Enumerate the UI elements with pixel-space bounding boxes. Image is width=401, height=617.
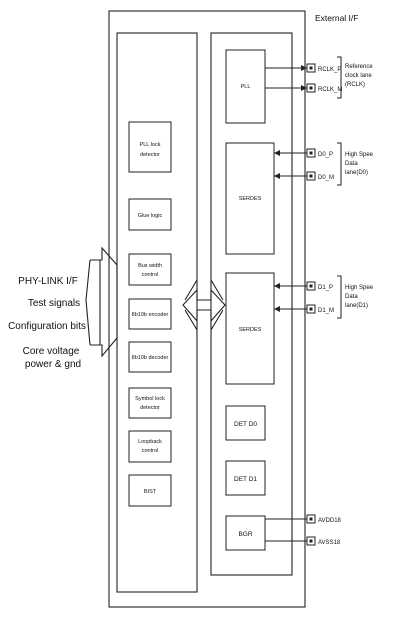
decoder-block: 8b10b decoder <box>128 341 172 373</box>
svg-text:Glue logic: Glue logic <box>138 213 163 219</box>
svg-text:(RCLK): (RCLK) <box>345 82 365 88</box>
svg-text:Data: Data <box>345 294 358 300</box>
svg-text:PLL: PLL <box>241 84 251 90</box>
analog-column <box>210 32 293 576</box>
phy-link-label: PHY-LINK I/F <box>18 276 78 287</box>
svg-text:BGR: BGR <box>238 531 252 538</box>
svg-text:SERDES: SERDES <box>239 196 262 202</box>
d1-bracket <box>337 275 342 319</box>
symbol-lock-detector-block: Symbol lock detector <box>128 387 172 419</box>
svg-text:Bus width: Bus width <box>138 263 162 269</box>
bgr-block: BGR <box>225 515 266 551</box>
svg-text:Reference: Reference <box>345 64 373 70</box>
svg-text:lane(D0): lane(D0) <box>345 170 368 176</box>
svg-text:8b10b encoder: 8b10b encoder <box>132 312 169 318</box>
svg-text:lane(D1): lane(D1) <box>345 303 368 309</box>
bus-width-control-block: Bus width control <box>128 253 172 286</box>
svg-text:DET D0: DET D0 <box>234 421 257 428</box>
svg-text:detector: detector <box>140 405 160 411</box>
svg-text:Data: Data <box>345 161 358 167</box>
rclk-bracket <box>337 56 342 99</box>
bist-block: BIST <box>128 474 172 507</box>
svg-text:PLL lock: PLL lock <box>140 142 161 148</box>
logic-analog-double-arrow <box>182 279 226 331</box>
glue-logic-block: Glue logic <box>128 198 172 231</box>
rclk-p-label: RCLK_P <box>318 67 341 73</box>
rclk-m-label: RCLK_M <box>318 87 342 93</box>
svg-text:BIST: BIST <box>144 489 157 495</box>
serdes-0-block: SERDES <box>225 142 275 255</box>
svg-text:8b10b decoder: 8b10b decoder <box>132 355 169 361</box>
d0-group-label: High Spee Data lane(D0) <box>345 152 374 176</box>
d1-p-arrow-icon <box>274 283 280 289</box>
svg-text:High Spee: High Spee <box>345 285 374 291</box>
svg-text:Loopback: Loopback <box>138 439 162 445</box>
d0-m-label: D0_M <box>318 175 334 181</box>
det-d1-block: DET D1 <box>225 460 266 496</box>
svg-text:control: control <box>142 272 159 278</box>
power-gnd-label: power & gnd <box>25 359 81 370</box>
rclk-group-label: Reference clock lane (RCLK) <box>345 64 373 88</box>
test-signals-label: Test signals <box>28 298 80 309</box>
core-voltage-label: Core voltage <box>23 346 80 357</box>
d1-group-label: High Spee Data lane(D1) <box>345 285 374 309</box>
svg-text:Symbol lock: Symbol lock <box>135 396 165 402</box>
svg-text:control: control <box>142 448 159 454</box>
avss18-label: AVSS18 <box>318 540 341 546</box>
pll-block: PLL <box>225 49 266 124</box>
svg-text:detector: detector <box>140 152 160 158</box>
d0-p-label: D0_P <box>318 152 333 158</box>
det-d0-block: DET D0 <box>225 405 266 441</box>
configuration-bits-label: Configuration bits <box>8 321 86 332</box>
external-if-label: External I/F <box>315 13 358 23</box>
d0-p-arrow-icon <box>274 150 280 156</box>
d0-bracket <box>337 142 342 186</box>
svg-text:SERDES: SERDES <box>239 327 262 333</box>
svg-text:High Spee: High Spee <box>345 152 374 158</box>
loopback-control-block: Loopback control <box>128 430 172 463</box>
svg-text:DET D1: DET D1 <box>234 476 257 483</box>
rclk-m-arrow-icon <box>301 85 307 91</box>
d1-m-arrow-icon <box>274 306 280 312</box>
phy-link-double-arrow <box>85 246 118 358</box>
pll-lock-detector-block: PLL lock detector <box>128 121 172 173</box>
svg-text:clock lane: clock lane <box>345 73 372 79</box>
d0-m-arrow-icon <box>274 173 280 179</box>
d1-p-label: D1_P <box>318 285 333 291</box>
encoder-block: 8b10b encoder <box>128 298 172 330</box>
serdes-1-block: SERDES <box>225 272 275 385</box>
rclk-p-arrow-icon <box>301 65 307 71</box>
avdd18-label: AVDD18 <box>318 518 342 524</box>
d1-m-label: D1_M <box>318 308 334 314</box>
